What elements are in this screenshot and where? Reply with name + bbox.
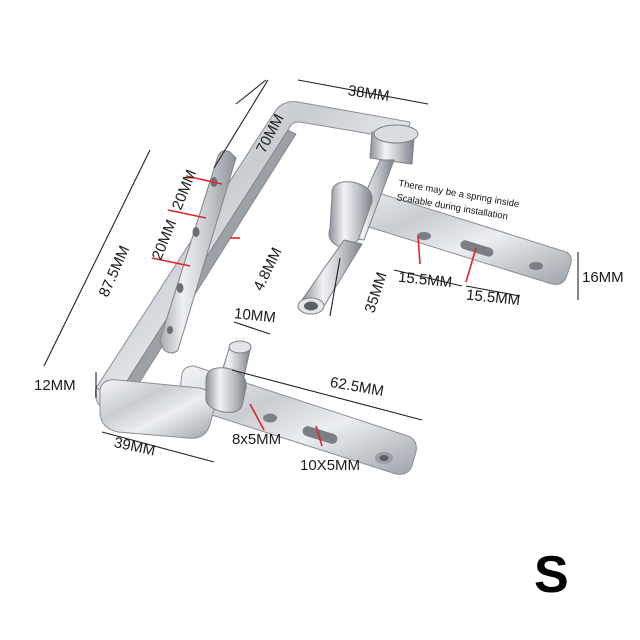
top-plate-hole-1 (417, 232, 431, 240)
top-plate-slot (460, 240, 494, 257)
dim-top-width: 38MM (347, 82, 391, 105)
dim-top-slot-spacing-b: 15.5MM (465, 287, 521, 310)
dimension-lines (43, 79, 579, 463)
strip-hole-4 (167, 326, 173, 334)
dim-top-plate-width: 16MM (582, 269, 624, 286)
dim-strip-spacing-b: 20MM (149, 217, 180, 262)
top-plate (331, 183, 572, 285)
dim-strip-thickness: 4.8MM (250, 245, 285, 294)
dim-total-height: 87.5MM (96, 243, 134, 299)
strip-hole-3 (176, 283, 184, 293)
bottom-plate-slot (302, 426, 338, 444)
dim-bottom-slot: 10X5MM (300, 457, 360, 474)
l-bracket (94, 101, 411, 419)
bottom-plate-hole (263, 413, 277, 423)
dim-base-width: 39MM (112, 434, 156, 459)
size-variant-label: S (534, 546, 569, 604)
dim-base-thickness: 12MM (34, 377, 76, 394)
strip-hole-2 (192, 227, 200, 237)
mounting-strip (159, 150, 237, 354)
dim-strip-spacing-a: 20MM (169, 167, 200, 212)
dim-pin-length: 35MM (362, 270, 391, 315)
dim-bottom-pin-diameter: 10MM (233, 305, 276, 326)
dim-bottom-plate-length: 62.5MM (329, 374, 385, 400)
top-plate-hole-2 (529, 262, 543, 270)
dim-bottom-hole: 8x5MM (232, 431, 281, 448)
pivot-pin (297, 124, 419, 315)
dim-top-slot-spacing-a: 15.5MM (397, 269, 453, 292)
